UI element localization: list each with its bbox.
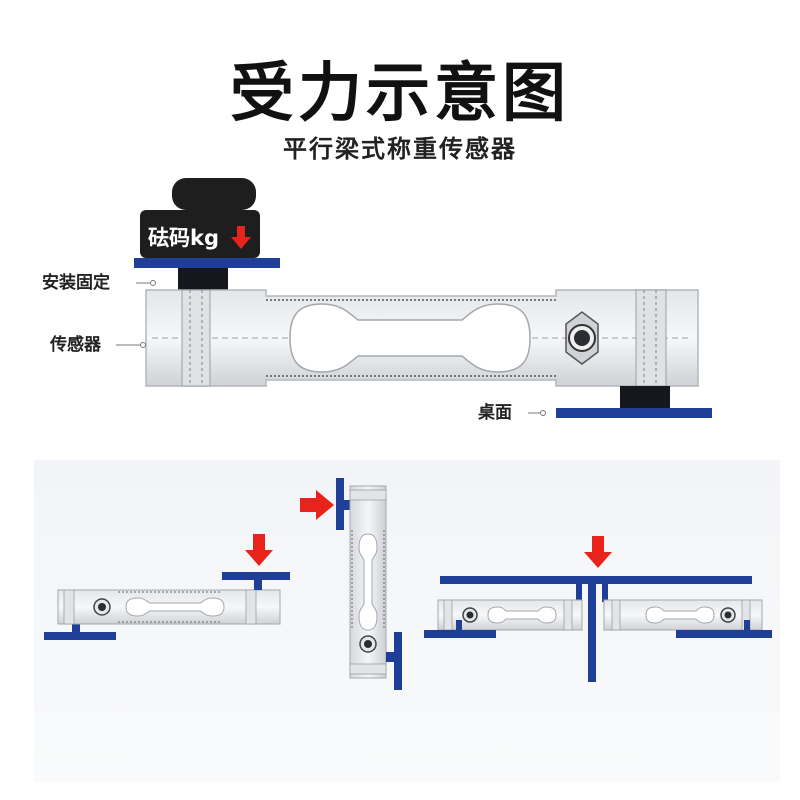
mount-label: 安装固定 [42,273,110,293]
arrow-icon [584,536,612,568]
down-arrow-icon [231,226,251,249]
desk-plate [556,408,712,418]
mount-plate [134,258,280,268]
sensor-body [145,289,699,387]
sensor-label: 传感器 [50,335,101,355]
arrow-icon [300,490,334,520]
page-title: 受力示意图 [230,57,570,131]
arrow-icon [245,534,273,566]
page-subtitle: 平行梁式称重传感器 [283,135,517,163]
leader-lines [116,280,546,416]
weight-block [140,178,260,258]
main-diagram [116,178,712,418]
example-horizontal [44,534,290,640]
example-vertical [300,478,402,690]
desk-spacer [620,386,670,408]
desk-label: 桌面 [478,403,512,423]
weight-label: 砝码kg [148,226,219,250]
mount-spacer [178,268,228,290]
example-dual [424,536,772,682]
